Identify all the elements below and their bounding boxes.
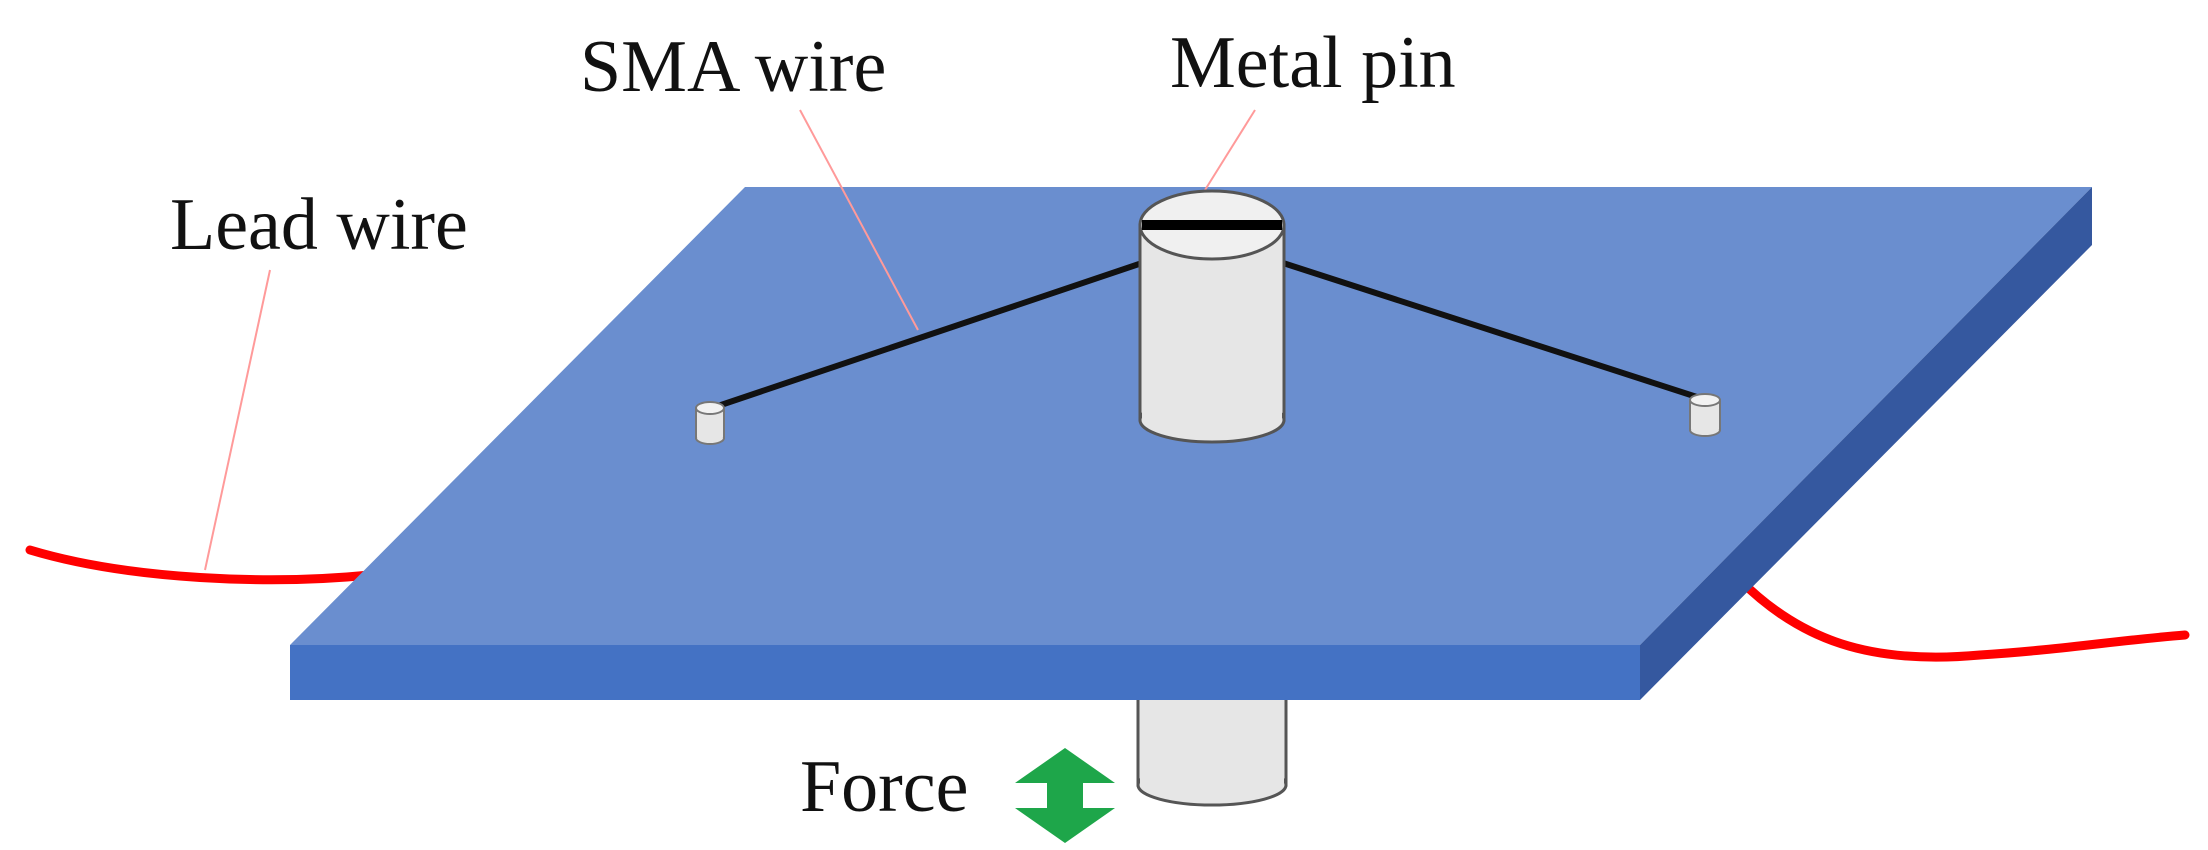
metal-pin-bottom — [1136, 688, 1288, 807]
anchor-post-right — [1689, 393, 1721, 437]
sma-wire-pointer — [799, 109, 919, 331]
metal-pin-pointer — [1204, 109, 1256, 191]
lead-wire-left — [25, 545, 375, 585]
sma-wire-label: SMA wire — [580, 26, 887, 108]
lead-wire-right — [1735, 575, 2190, 662]
anchor-post-left — [695, 401, 725, 445]
plate-side-face — [1640, 187, 2092, 700]
lead-wire-label: Lead wire — [170, 184, 468, 266]
sma-wire-left — [709, 259, 1148, 411]
force-label: Force — [800, 746, 969, 828]
plate-front-face — [290, 645, 1640, 700]
metal-pin-top — [1138, 189, 1286, 444]
lead-wire-pointer — [204, 269, 271, 571]
sma-wire-right — [1277, 259, 1703, 401]
metal-pin-label: Metal pin — [1170, 22, 1456, 104]
double-vertical-arrow-icon — [1015, 748, 1115, 843]
